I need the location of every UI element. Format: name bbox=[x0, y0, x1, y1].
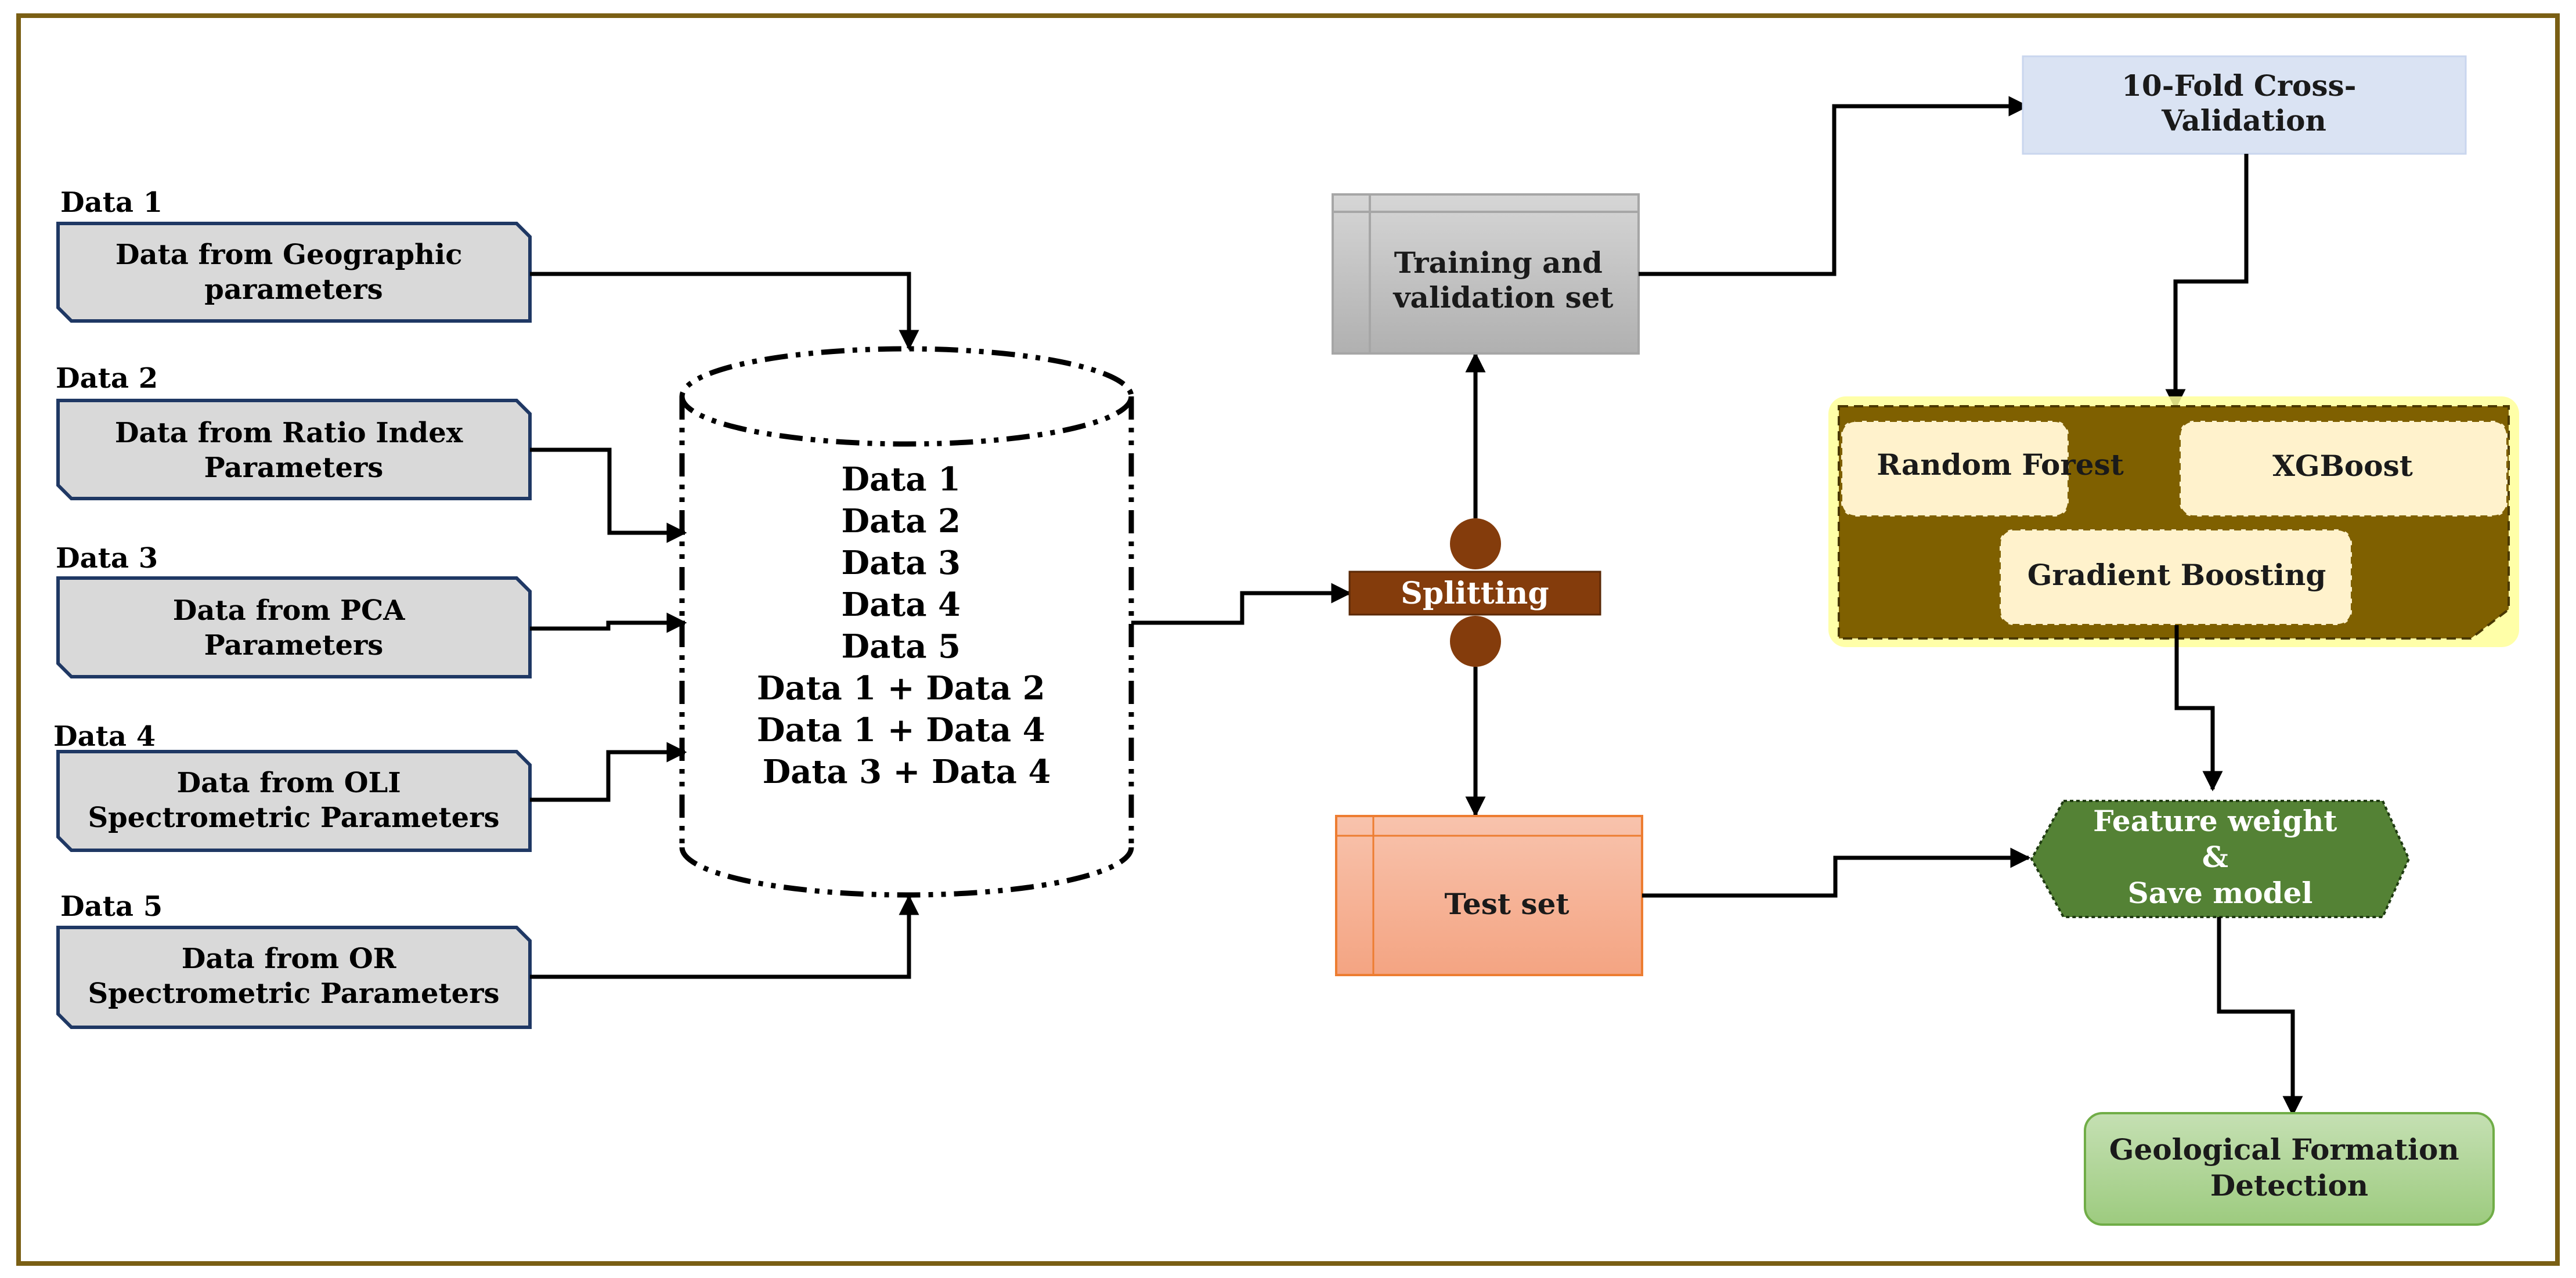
input-box bbox=[56, 399, 532, 500]
feature-label: Feature weight & Save model bbox=[2093, 804, 2347, 910]
model-label: Gradient Boosting bbox=[2027, 558, 2326, 592]
input-tag: Data 1 bbox=[60, 186, 163, 219]
input-box bbox=[56, 576, 532, 678]
model-gradient-boosting: Gradient Boosting bbox=[1998, 528, 2353, 626]
input-tag: Data 5 bbox=[60, 890, 163, 923]
feature-weight-save-model: Feature weight & Save model bbox=[2030, 800, 2411, 918]
training-label: Training and validation set bbox=[1392, 246, 1613, 315]
cross-validation: 10-Fold Cross- Validation bbox=[2022, 55, 2467, 155]
training-validation-set: Training and validation set bbox=[1332, 193, 1640, 355]
training-box bbox=[1332, 193, 1640, 355]
diagram-frame bbox=[16, 13, 2560, 1266]
connector-feature-detection bbox=[2217, 917, 2303, 1117]
model-xgboost: XGBoost bbox=[2178, 420, 2509, 518]
input-data-3: Data 3 Data from PCA Parameters bbox=[56, 542, 532, 678]
input-label: Data from OLI Spectrometric Parameters bbox=[88, 767, 499, 834]
input-label: Data from OR Spectrometric Parameters bbox=[88, 943, 499, 1010]
input-label: Data from Geographic parameters bbox=[116, 239, 472, 306]
input-tag: Data 3 bbox=[56, 542, 158, 575]
connector-data5 bbox=[530, 894, 919, 979]
input-data-4: Data 4 Data from OLI Spectrometric Param… bbox=[53, 720, 532, 852]
model-label: Random Forest bbox=[1877, 447, 2124, 482]
connector-data1 bbox=[530, 272, 919, 351]
connector-data3 bbox=[530, 612, 687, 633]
split-label: Splitting bbox=[1401, 576, 1549, 611]
input-data-5: Data 5 Data from OR Spectrometric Parame… bbox=[56, 890, 532, 1029]
input-box bbox=[56, 222, 532, 323]
cv-box bbox=[2022, 55, 2467, 155]
connector-models-feature bbox=[2174, 625, 2223, 792]
input-tag: Data 2 bbox=[56, 362, 158, 395]
model-box bbox=[1840, 420, 2070, 518]
connector-dataset-split bbox=[1131, 583, 1352, 625]
input-box bbox=[56, 750, 532, 852]
input-data-1: Data 1 Data from Geographic parameters bbox=[56, 186, 532, 323]
split-bottom-dot bbox=[1450, 616, 1501, 667]
input-box bbox=[56, 926, 532, 1029]
input-connectors bbox=[530, 272, 919, 979]
feature-hexagon bbox=[2030, 800, 2411, 918]
model-box bbox=[2178, 420, 2509, 518]
detection-label: Geological Formation Detection bbox=[2109, 1132, 2469, 1203]
dataset-cylinder bbox=[679, 346, 1134, 898]
input-tag: Data 4 bbox=[53, 720, 156, 753]
test-set: Test set bbox=[1335, 815, 1643, 976]
cylinder-bottom bbox=[679, 847, 1134, 898]
connector-test-feature bbox=[1642, 847, 2031, 898]
test-box bbox=[1335, 815, 1643, 976]
split-top-dot bbox=[1450, 518, 1501, 569]
connector-data2 bbox=[530, 447, 687, 543]
dataset-list: Data 1 Data 2 Data 3 Data 4 Data 5 Data … bbox=[757, 460, 1056, 791]
model-random-forest: Random Forest bbox=[1840, 420, 2124, 518]
connector-cv-models bbox=[2165, 154, 2249, 410]
connector-training-cv bbox=[1639, 96, 2029, 276]
splitting-node: Splitting bbox=[1348, 518, 1601, 667]
input-label: Data from PCA Parameters bbox=[173, 594, 414, 662]
model-group: Random Forest XGBoost Gradient Boosting bbox=[1828, 396, 2519, 647]
detection-box bbox=[2084, 1112, 2495, 1226]
feature-connectors bbox=[1642, 625, 2223, 898]
geological-formation-detection: Geological Formation Detection bbox=[2084, 1112, 2495, 1226]
model-label: XGBoost bbox=[2272, 449, 2413, 483]
input-label: Data from Ratio Index Parameters bbox=[115, 417, 472, 484]
cv-label: 10-Fold Cross- Validation bbox=[2122, 68, 2366, 138]
input-data-2: Data 2 Data from Ratio Index Parameters bbox=[56, 362, 532, 500]
connector-data4 bbox=[530, 742, 687, 802]
split-bar bbox=[1348, 571, 1601, 616]
cylinder-top bbox=[679, 346, 1134, 447]
test-label: Test set bbox=[1445, 887, 1570, 921]
